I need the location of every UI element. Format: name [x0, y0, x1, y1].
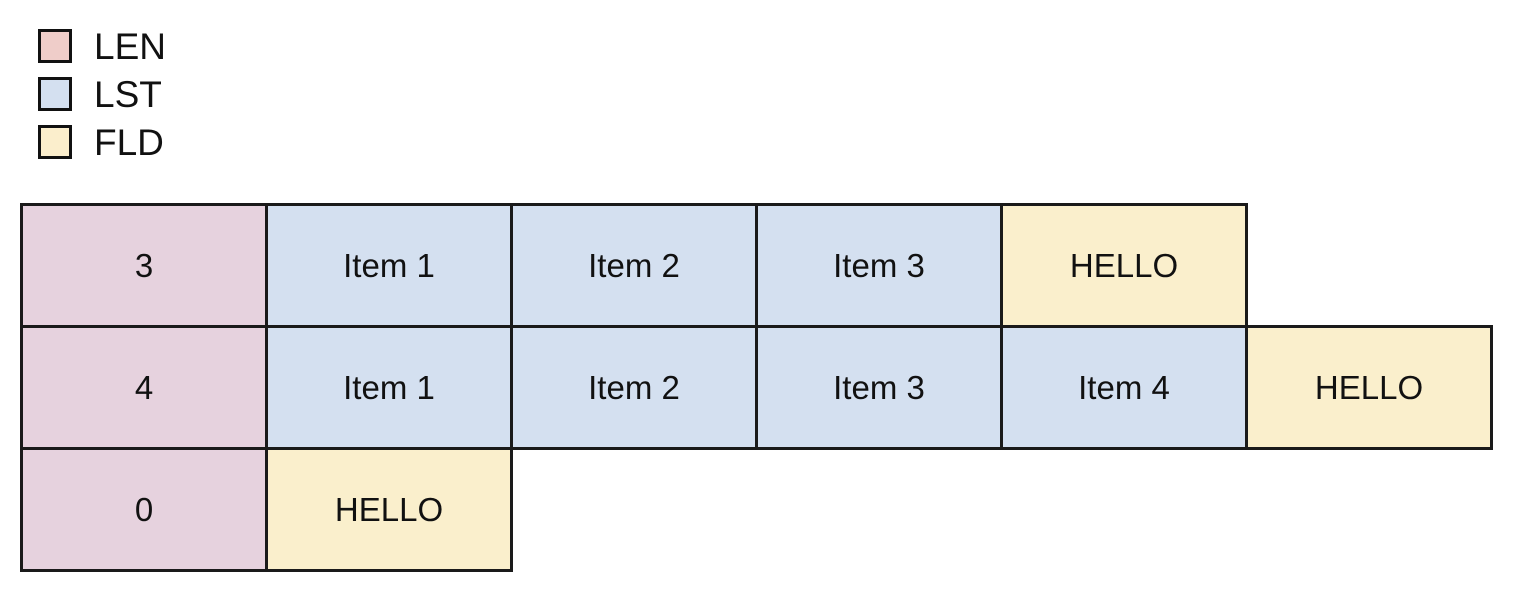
table-cell-lst: Item 1: [265, 325, 513, 450]
legend-item-fld: FLD: [38, 118, 438, 166]
color-swatch-icon: [38, 29, 72, 63]
table-cell-len: 4: [20, 325, 268, 450]
legend-item-len: LEN: [38, 22, 438, 70]
table-cell-lst: Item 1: [265, 203, 513, 328]
table-cell-fld: HELLO: [1000, 203, 1248, 328]
color-swatch-icon: [38, 125, 72, 159]
table-cell-fld: HELLO: [265, 447, 513, 572]
table-cell-lst: Item 2: [510, 325, 758, 450]
legend-item-label: LST: [94, 73, 162, 115]
table-cell-len: 3: [20, 203, 268, 328]
table-cell-len: 0: [20, 447, 268, 572]
table-cell-lst: Item 3: [755, 325, 1003, 450]
table-cell-lst: Item 2: [510, 203, 758, 328]
table-cell-lst: Item 4: [1000, 325, 1248, 450]
legend-item-label: FLD: [94, 121, 164, 163]
legend-item-label: LEN: [94, 25, 166, 67]
table-cell-fld: HELLO: [1245, 325, 1493, 450]
legend-item-lst: LST: [38, 70, 438, 118]
legend: LEN LST FLD: [38, 22, 438, 166]
table-cell-lst: Item 3: [755, 203, 1003, 328]
color-swatch-icon: [38, 77, 72, 111]
